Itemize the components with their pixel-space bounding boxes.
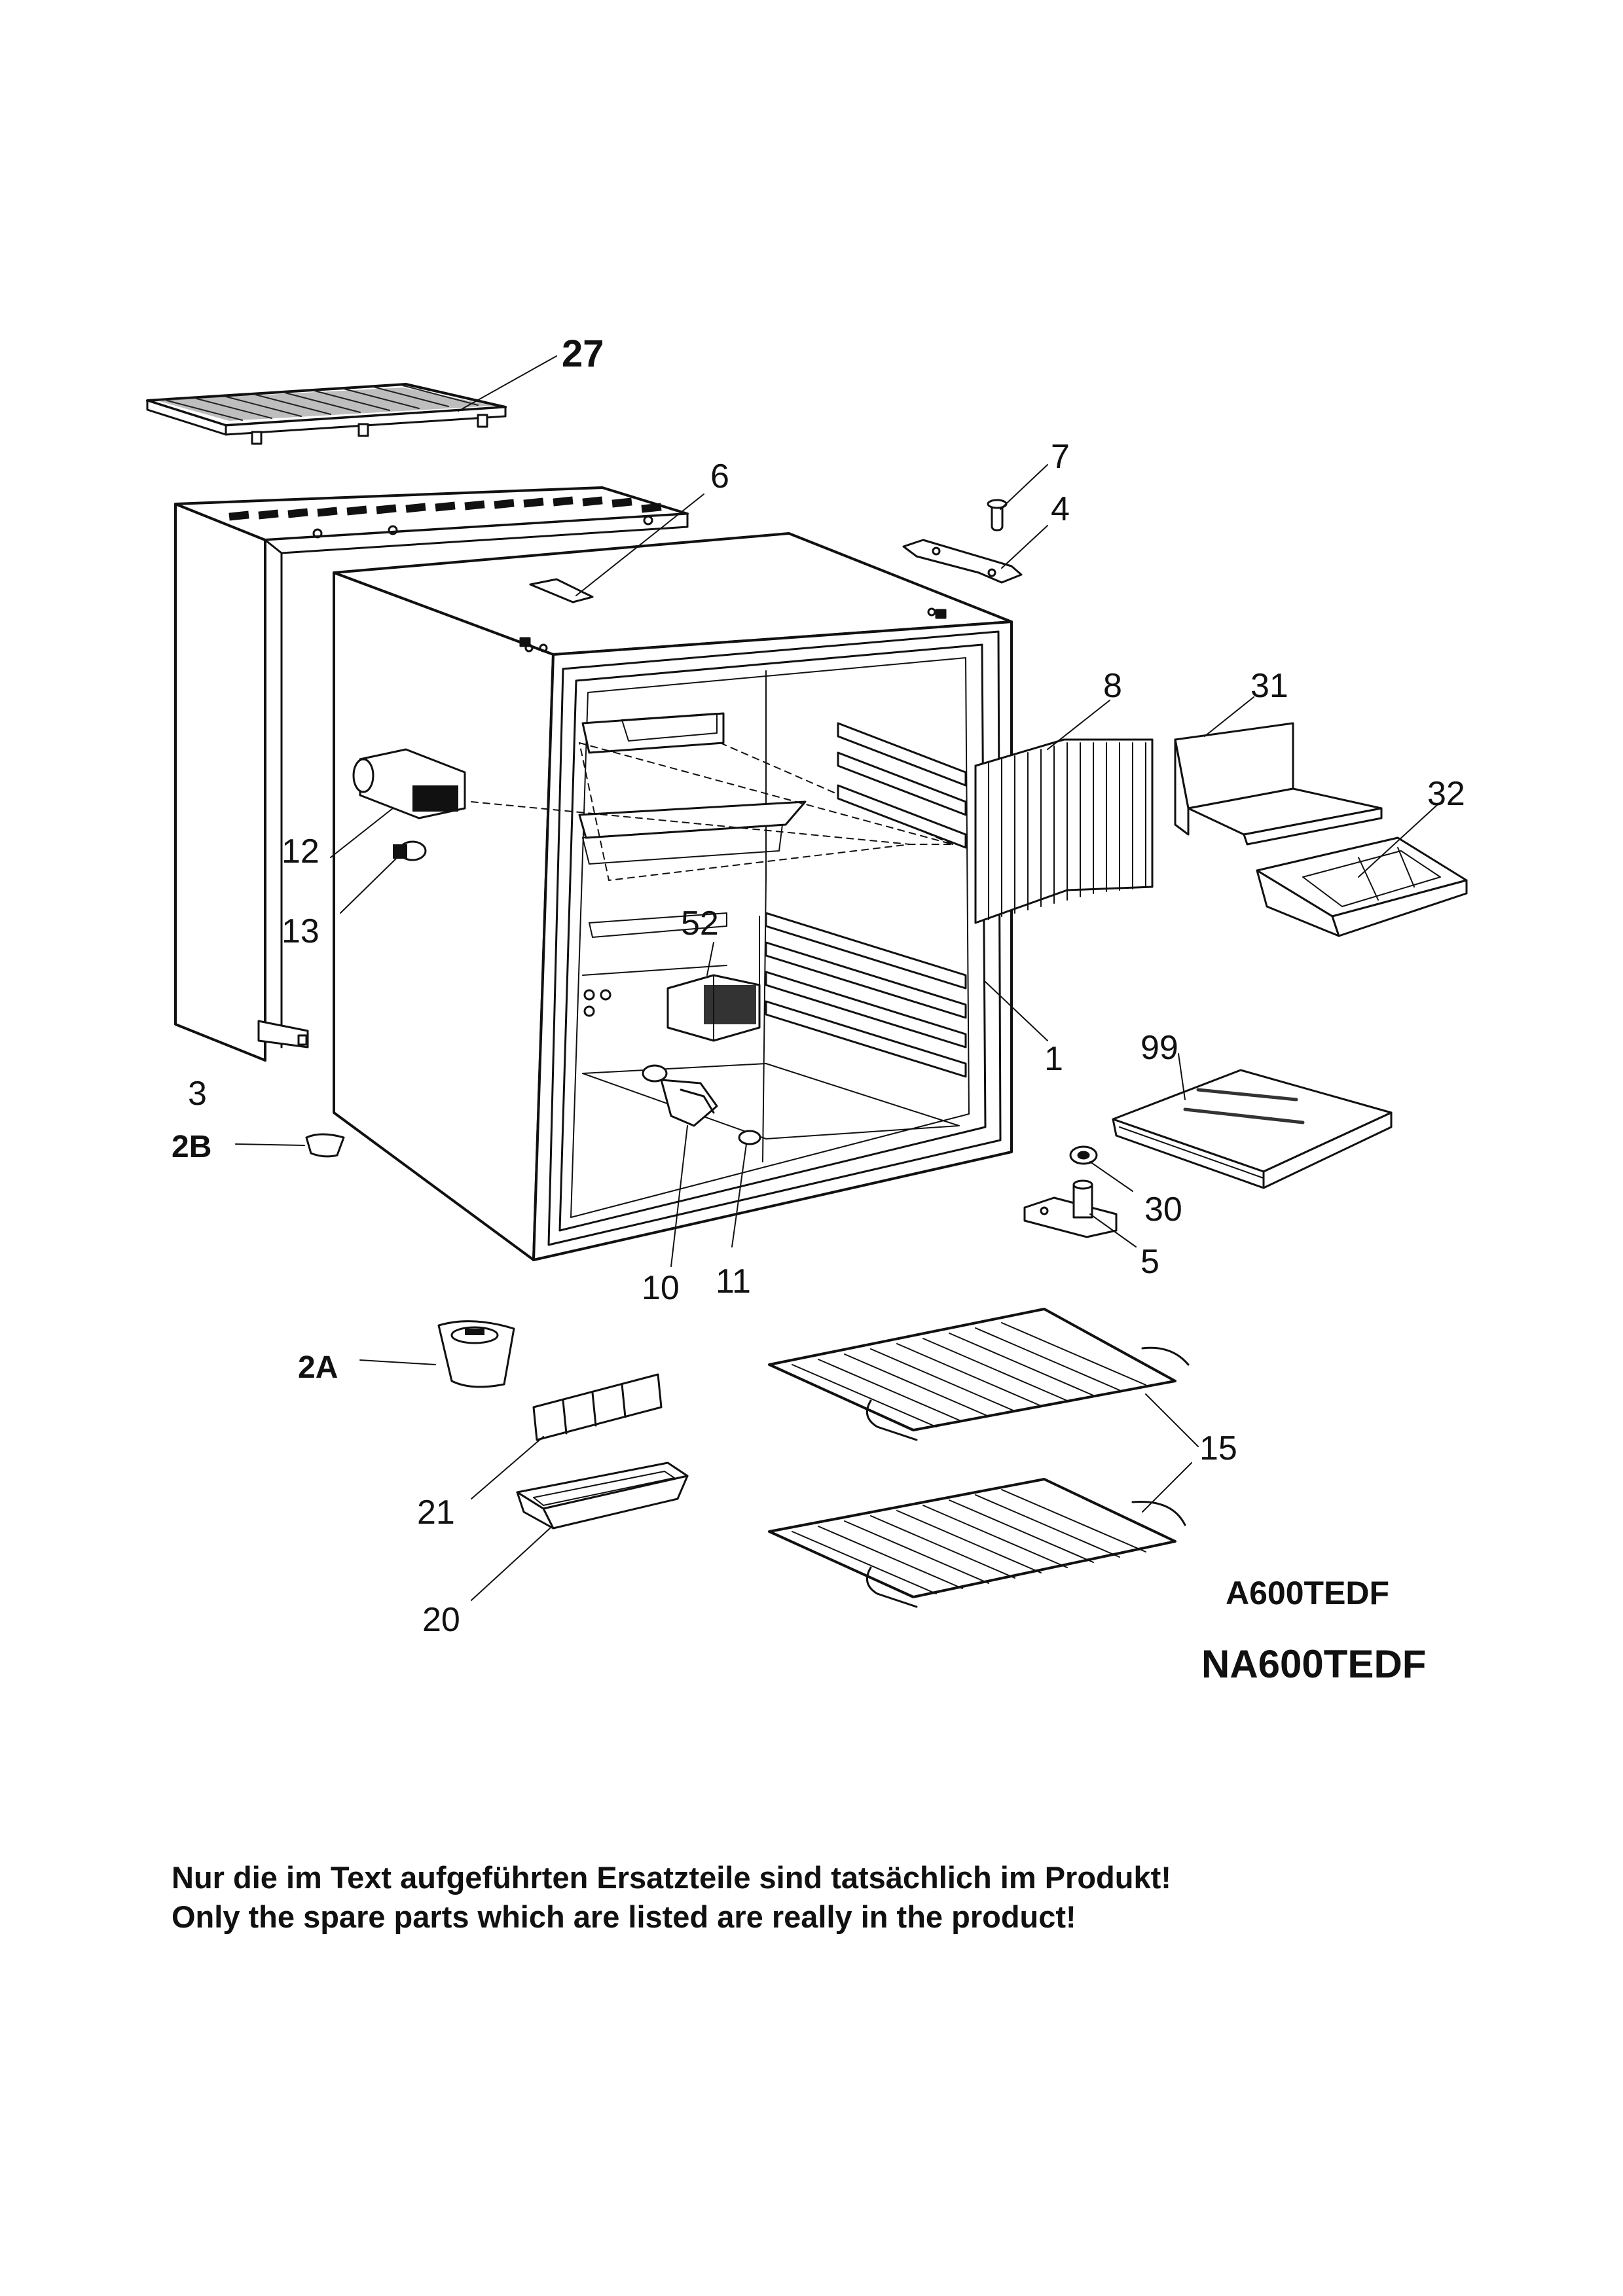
label-6: 6 <box>710 457 729 495</box>
part-12-thermostat-housing <box>330 748 466 858</box>
part-27-top-grille <box>146 355 557 445</box>
part-11-plug <box>731 1130 761 1247</box>
part-32-door-tray <box>1256 804 1468 937</box>
label-12: 12 <box>282 833 319 870</box>
label-11: 11 <box>716 1263 751 1300</box>
part-31-door-shelf <box>1174 696 1383 846</box>
label-30: 30 <box>1144 1191 1182 1229</box>
label-32: 32 <box>1427 775 1465 813</box>
part-10-knob <box>642 1064 718 1267</box>
note-german: Nur die im Text aufgeführten Ersatzteile… <box>172 1860 1171 1895</box>
part-1-leader <box>985 981 1048 1041</box>
part-labels: 27 6 7 4 8 31 32 12 13 52 1 99 3 2B 30 5… <box>172 332 1465 1639</box>
part-4-hinge-plate <box>902 525 1048 584</box>
part-7-screw <box>987 464 1048 531</box>
label-2A: 2A <box>298 1350 338 1385</box>
label-21: 21 <box>417 1494 455 1532</box>
label-2B: 2B <box>172 1130 211 1164</box>
label-13: 13 <box>282 912 319 950</box>
note-english: Only the spare parts which are listed ar… <box>172 1899 1076 1934</box>
part-30-washer <box>1069 1145 1133 1192</box>
label-15: 15 <box>1199 1429 1237 1467</box>
part-8-evaporator <box>974 700 1154 924</box>
part-15-wire-shelf-upper <box>768 1308 1199 1447</box>
model-code-secondary: NA600TEDF <box>1201 1642 1427 1686</box>
label-10: 10 <box>642 1269 680 1307</box>
label-52: 52 <box>681 905 719 942</box>
label-31: 31 <box>1250 667 1288 705</box>
label-27: 27 <box>562 332 604 375</box>
part-3-outer-frame <box>174 486 689 1062</box>
part-52-electronic-module <box>666 942 761 1042</box>
part-15-wire-shelf-lower <box>768 1462 1192 1608</box>
label-3: 3 <box>188 1075 207 1113</box>
label-20: 20 <box>422 1601 460 1639</box>
label-1: 1 <box>1044 1040 1063 1078</box>
model-code-primary: A600TEDF <box>1226 1575 1390 1611</box>
part-2A-foot <box>359 1320 515 1388</box>
part-2B-foot <box>235 1133 345 1158</box>
label-4: 4 <box>1051 490 1070 528</box>
part-20-tray <box>471 1462 689 1601</box>
part-21-divider <box>471 1373 663 1499</box>
label-99: 99 <box>1140 1029 1178 1067</box>
label-7: 7 <box>1051 438 1070 476</box>
label-5: 5 <box>1140 1243 1159 1281</box>
label-8: 8 <box>1103 667 1122 705</box>
part-99-manual <box>1112 1053 1393 1189</box>
cabinet-body <box>333 532 1013 1261</box>
part-5-bottom-hinge <box>1023 1179 1137 1247</box>
part-6-top-bracket <box>529 493 704 603</box>
part-13-lamp <box>340 840 427 914</box>
